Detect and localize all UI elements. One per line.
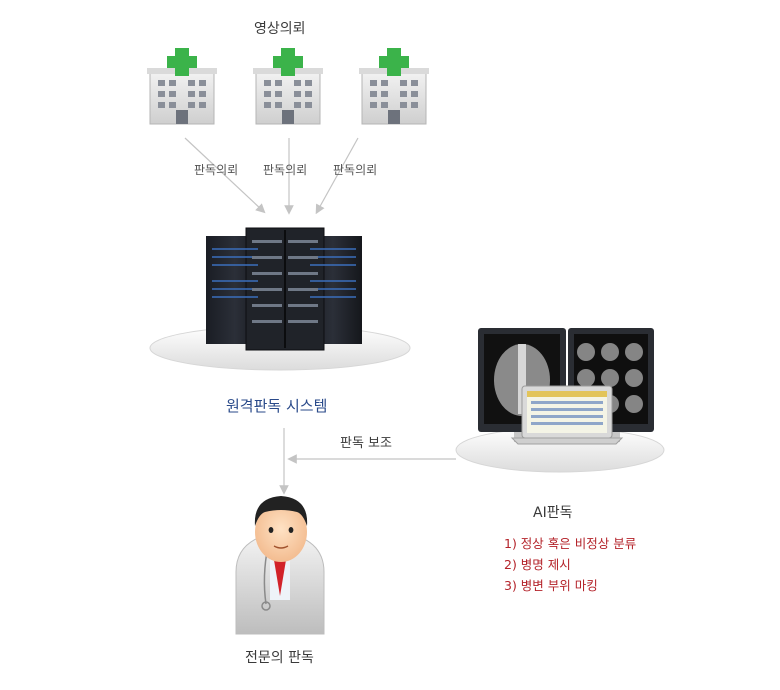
ai-feature-1: 1) 정상 혹은 비정상 분류 [504,536,637,551]
ai-label: AI판독 [533,505,573,521]
ai-feature-2: 2) 병명 제시 [504,557,571,572]
hospital-icon [147,48,217,125]
server-rack-icon [206,227,362,351]
top-label: 영상의뢰 [254,21,306,37]
doctor-icon [235,496,325,635]
system-label: 원격판독 시스템 [226,397,328,415]
doctor-label: 전문의 판독 [245,650,314,666]
hospital-icon [253,48,323,125]
ai-feature-list: 1) 정상 혹은 비정상 분류 2) 병명 제시 3) 병변 부위 마킹 [504,533,636,596]
ai-feature-3: 3) 병변 부위 마킹 [504,578,598,593]
request-label-1: 판독의뢰 [194,163,239,177]
request-arrows [184,137,359,215]
laptop-icon [510,385,624,445]
request-label-2: 판독의뢰 [263,163,308,177]
request-label-3: 판독의뢰 [333,163,378,177]
assist-label: 판독 보조 [340,436,392,451]
hospital-icon [359,48,429,125]
